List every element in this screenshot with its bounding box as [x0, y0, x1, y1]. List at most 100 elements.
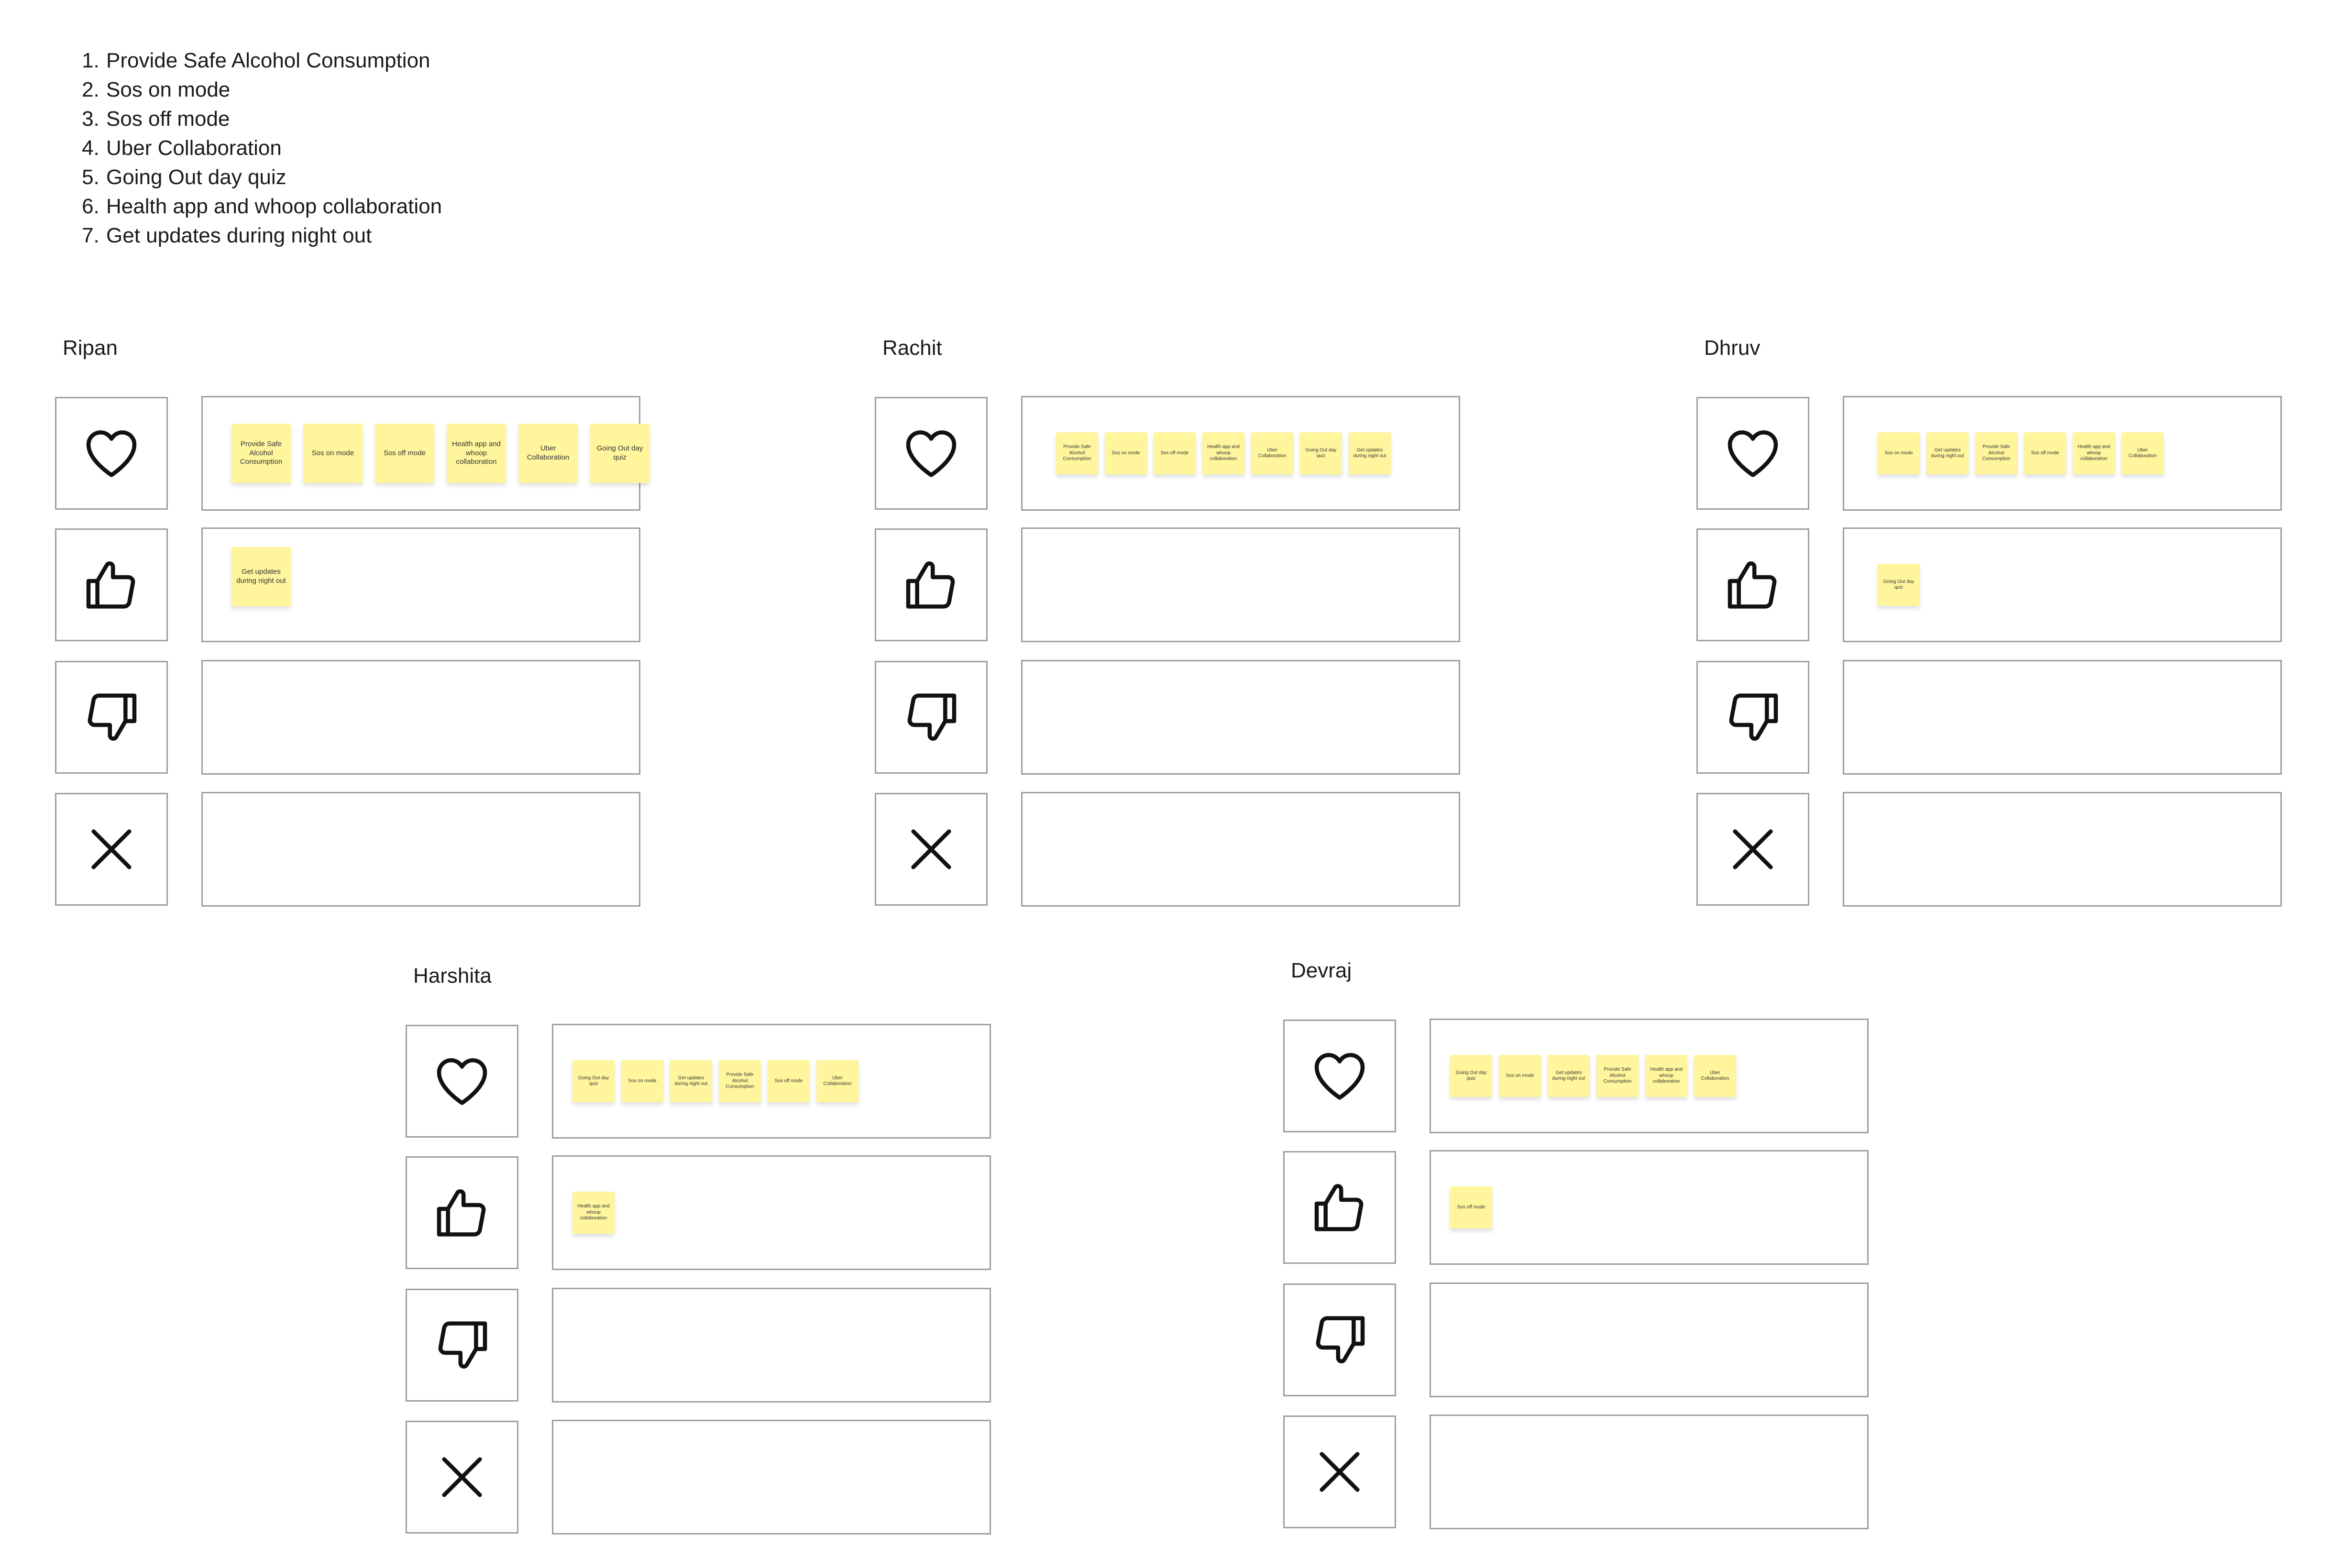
love-label	[875, 397, 988, 510]
sticky-note[interactable]: Sos on mode	[1878, 432, 1920, 474]
sticky-note[interactable]: Uber Collaboration	[2122, 432, 2164, 474]
dislike-box[interactable]	[1430, 1283, 1869, 1397]
reject-label	[55, 793, 168, 906]
dislike-box[interactable]	[1021, 660, 1460, 775]
feature-item: Provide Safe Alcohol Consumption	[105, 46, 442, 75]
thumbs-down-icon	[438, 1321, 487, 1369]
sticky-note[interactable]: Provide Safe Alcohol Consumption	[1596, 1055, 1639, 1097]
sticky-note[interactable]: Get updates during night out	[1548, 1055, 1590, 1097]
thumbs-down-icon	[907, 693, 957, 741]
heart-icon	[437, 1058, 487, 1105]
like-box[interactable]: Get updates during night out	[201, 527, 640, 642]
x-icon	[911, 829, 951, 869]
person-name: Rachit	[882, 336, 942, 360]
thumbs-up-icon	[86, 561, 135, 609]
like-box[interactable]: Health app and whoop collaboration	[552, 1155, 991, 1270]
sticky-note[interactable]: Get updates during night out	[1349, 432, 1391, 474]
sticky-note[interactable]: Uber Collaboration	[1251, 432, 1293, 474]
sticky-note[interactable]: Get updates during night out	[1926, 432, 1969, 474]
reject-box[interactable]	[1843, 792, 2282, 907]
dislike-label	[875, 661, 988, 774]
sticky-note[interactable]: Sos on mode	[621, 1060, 663, 1102]
dislike-box[interactable]	[1843, 660, 2282, 775]
sticky-note[interactable]: Health app and whoop collaboration	[447, 424, 506, 483]
feature-item: Get updates during night out	[105, 221, 442, 250]
sticky-note[interactable]: Health app and whoop collaboration	[1645, 1055, 1687, 1097]
reject-label	[1696, 793, 1809, 906]
sticky-note[interactable]: Going Out day quiz	[1450, 1055, 1492, 1097]
dislike-box[interactable]	[552, 1288, 991, 1403]
reject-label	[875, 793, 988, 906]
dislike-label	[1696, 661, 1809, 774]
reject-box[interactable]	[201, 792, 640, 907]
thumbs-up-icon	[906, 561, 955, 609]
sticky-note[interactable]: Provide Safe Alcohol Consumption	[1056, 432, 1098, 474]
reject-box[interactable]	[552, 1420, 991, 1535]
dislike-label	[55, 661, 168, 774]
love-label	[1696, 397, 1809, 510]
person-name: Harshita	[413, 964, 492, 987]
sticky-note[interactable]: Provide Safe Alcohol Consumption	[719, 1060, 761, 1102]
sticky-note[interactable]: Health app and whoop collaboration	[572, 1192, 615, 1234]
heart-icon	[906, 430, 957, 477]
love-label	[406, 1025, 518, 1138]
sticky-note[interactable]: Sos on mode	[1105, 432, 1147, 474]
feature-item: Going Out day quiz	[105, 163, 442, 192]
person-name: Dhruv	[1704, 336, 1761, 360]
sticky-note[interactable]: Uber Collaboration	[518, 424, 578, 483]
sticky-note[interactable]: Uber Collaboration	[816, 1060, 858, 1102]
sticky-note[interactable]: Sos on mode	[1499, 1055, 1541, 1097]
like-label	[875, 528, 988, 641]
x-icon	[442, 1457, 482, 1497]
sticky-note[interactable]: Sos off mode	[768, 1060, 810, 1102]
like-label	[1283, 1151, 1396, 1264]
thumbs-up-icon	[437, 1189, 486, 1237]
person-name: Devraj	[1291, 959, 1352, 982]
reject-box[interactable]	[1430, 1414, 1869, 1529]
like-label	[55, 528, 168, 641]
sticky-note[interactable]: Get updates during night out	[670, 1060, 712, 1102]
sticky-note[interactable]: Uber Collaboration	[1694, 1055, 1736, 1097]
sticky-note[interactable]: Health app and whoop collaboration	[1202, 432, 1244, 474]
sticky-note[interactable]: Sos off mode	[1450, 1186, 1492, 1228]
like-box[interactable]: Sos off mode	[1430, 1150, 1869, 1265]
dislike-label	[406, 1289, 518, 1402]
sticky-note[interactable]: Health app and whoop collaboration	[2073, 432, 2115, 474]
like-box[interactable]: Going Out day quiz	[1843, 527, 2282, 642]
sticky-note[interactable]: Provide Safe Alcohol Consumption	[1975, 432, 2017, 474]
x-icon	[91, 829, 132, 869]
sticky-note[interactable]: Sos on mode	[303, 424, 363, 483]
sticky-note[interactable]: Sos off mode	[2024, 432, 2066, 474]
thumbs-down-icon	[1316, 1316, 1365, 1363]
x-icon	[1733, 829, 1773, 869]
sticky-note[interactable]: Provide Safe Alcohol Consumption	[231, 424, 291, 483]
reject-label	[1283, 1415, 1396, 1528]
sticky-note[interactable]: Get updates during night out	[231, 547, 291, 606]
x-icon	[1320, 1452, 1360, 1492]
heart-icon	[1314, 1053, 1365, 1100]
thumbs-down-icon	[1729, 693, 1778, 741]
like-box[interactable]	[1021, 527, 1460, 642]
sticky-note[interactable]: Going Out day quiz	[1878, 564, 1920, 606]
heart-icon	[86, 430, 137, 477]
dislike-label	[1283, 1283, 1396, 1396]
sticky-note[interactable]: Sos off mode	[1154, 432, 1196, 474]
reject-box[interactable]	[1021, 792, 1460, 907]
sticky-note[interactable]: Going Out day quiz	[590, 424, 649, 483]
like-label	[406, 1156, 518, 1269]
thumbs-up-icon	[1314, 1184, 1364, 1231]
sticky-note[interactable]: Sos off mode	[375, 424, 434, 483]
dislike-box[interactable]	[201, 660, 640, 775]
sticky-note[interactable]: Going Out day quiz	[1300, 432, 1342, 474]
sticky-note[interactable]: Going Out day quiz	[572, 1060, 615, 1102]
